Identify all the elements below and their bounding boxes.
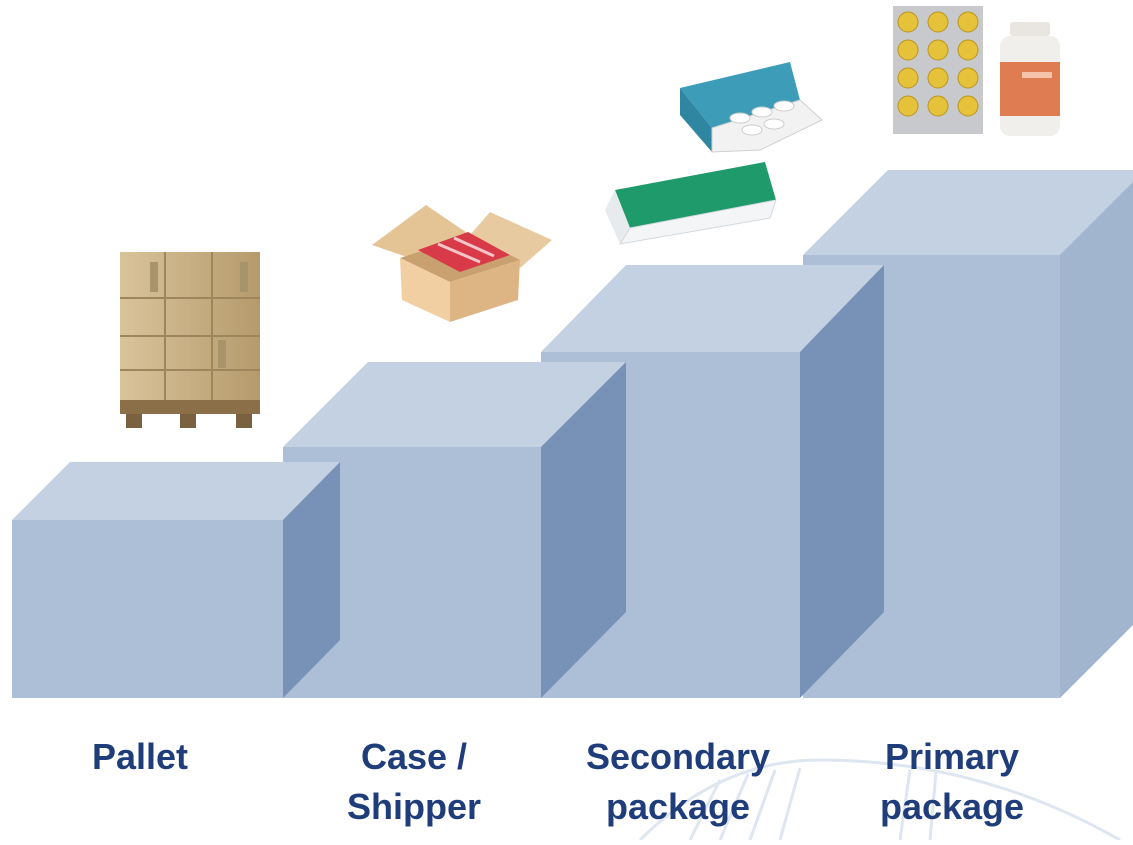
case-image	[372, 205, 552, 322]
primary-image	[893, 6, 1060, 136]
label-case-line-1: Case /	[360, 736, 468, 777]
step-block-pallet	[12, 462, 340, 698]
secondary-image	[605, 62, 823, 245]
label-primary-line-2: package	[879, 786, 1025, 827]
watermark-globe	[638, 758, 1121, 842]
pallet-image	[120, 252, 260, 428]
label-pallet: Pallet	[40, 732, 240, 782]
label-case-line-2: Shipper	[346, 786, 481, 827]
label-secondary-line-2: package	[605, 786, 751, 827]
label-case-shipper: Case / Shipper	[314, 732, 514, 832]
label-primary-line-1: Primary	[884, 736, 1020, 777]
label-secondary-line-1: Secondary	[585, 736, 771, 777]
label-primary-package: Primary package	[852, 732, 1052, 832]
label-pallet-line-1: Pallet	[91, 736, 189, 777]
label-secondary-package: Secondary package	[578, 732, 778, 832]
